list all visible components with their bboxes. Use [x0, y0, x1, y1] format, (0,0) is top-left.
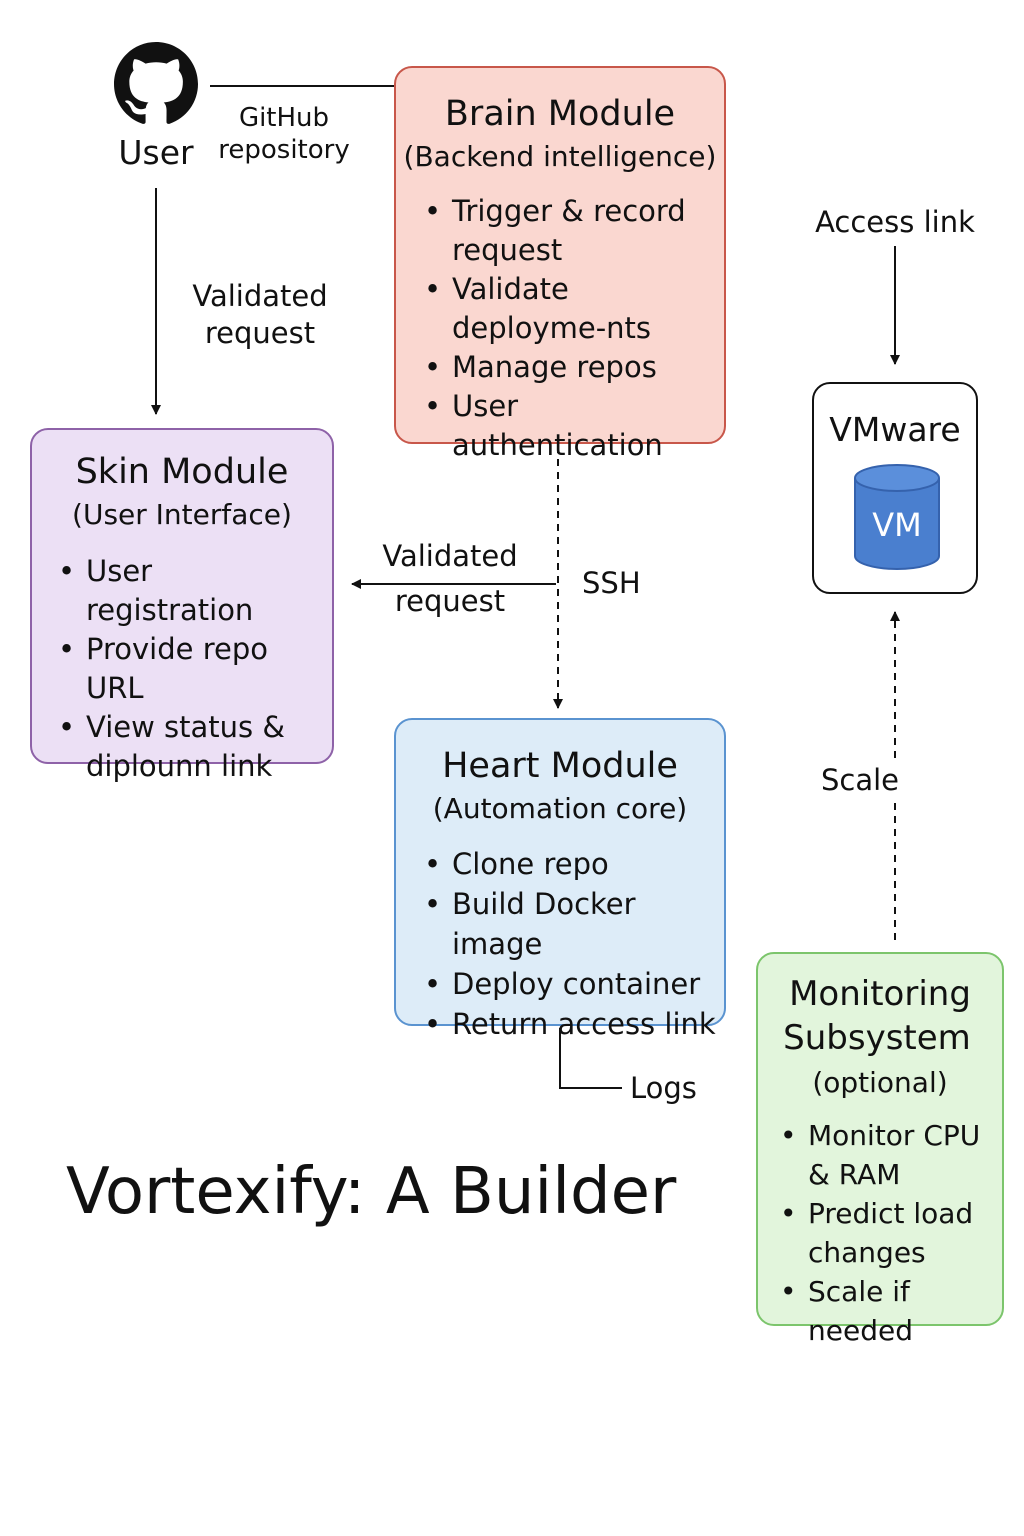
monitoring-subtitle: (optional)	[812, 1066, 948, 1099]
skin-item-view-status: View status & diplounn link	[58, 708, 328, 786]
user-validated-line1: Validated	[192, 279, 328, 313]
validated-request-label: Validated request	[366, 538, 534, 620]
monitoring-list: Monitor CPU & RAM Predict load changes S…	[780, 1116, 1002, 1350]
heart-item-build: Build Docker image	[424, 884, 724, 964]
brain-module-title: Brain Module	[444, 94, 676, 134]
heart-item-deploy: Deploy container	[424, 964, 724, 1004]
user-label: User	[118, 133, 194, 172]
skin-module-subtitle: (User Interface)	[72, 498, 292, 531]
access-link-label: Access link	[815, 205, 975, 239]
user-validated-request-label: Validated request	[180, 278, 340, 352]
diagram-caption: Vortexify: A Builder	[66, 1155, 677, 1229]
monitoring-title-line2: Subsystem	[783, 1018, 971, 1058]
github-repository-line2: repository	[218, 135, 350, 165]
brain-item-auth: User authentication	[424, 387, 724, 465]
brain-module-list: Trigger & record request Validate deploy…	[424, 192, 724, 465]
skin-module-box[interactable]: Skin Module (User Interface) User regist…	[30, 428, 334, 783]
validated-request-line1: Validated	[382, 539, 518, 573]
validated-request-line2: request	[394, 584, 506, 618]
user-validated-line2: request	[204, 316, 316, 350]
github-repository-label: GitHub repository	[214, 102, 354, 166]
brain-item-validate: Validate deployme-nts	[424, 270, 724, 348]
monitoring-item-predict: Predict load changes	[780, 1194, 1002, 1272]
github-repository-line1: GitHub	[238, 103, 330, 133]
skin-module-list: User registration Provide repo URL View …	[58, 552, 328, 786]
heart-item-return: Return access link	[424, 1004, 724, 1044]
brain-module-box[interactable]: Brain Module (Backend intelligence) Trig…	[394, 66, 726, 462]
vmware-box[interactable]: VMware VM	[812, 382, 978, 594]
heart-module-subtitle: (Automation core)	[432, 792, 688, 825]
scale-label: Scale	[812, 762, 908, 799]
monitoring-title-line1: Monitoring	[789, 974, 971, 1014]
skin-item-registration: User registration	[58, 552, 328, 630]
edge-heart-logs	[559, 1028, 622, 1089]
brain-module-subtitle: (Backend intelligence)	[403, 140, 717, 173]
database-icon	[854, 464, 940, 570]
brain-item-repos: Manage repos	[424, 348, 724, 387]
heart-module-box[interactable]: Heart Module (Automation core) Clone rep…	[394, 718, 726, 1044]
brain-item-trigger: Trigger & record request	[424, 192, 724, 270]
heart-module-list: Clone repo Build Docker image Deploy con…	[424, 844, 724, 1044]
github-icon	[114, 42, 198, 126]
monitoring-subsystem-box[interactable]: Monitoring Subsystem (optional) Monitor …	[756, 952, 1004, 1347]
heart-module-title: Heart Module	[442, 746, 678, 786]
logs-label: Logs	[630, 1071, 697, 1105]
skin-item-repo-url: Provide repo URL	[58, 630, 328, 708]
monitoring-item-cpu: Monitor CPU & RAM	[780, 1116, 1002, 1194]
vmware-title: VMware	[829, 410, 961, 449]
vm-label: VM	[872, 506, 922, 544]
monitoring-item-scale: Scale if needed	[780, 1272, 1002, 1350]
skin-module-title: Skin Module	[75, 452, 289, 492]
heart-item-clone: Clone repo	[424, 844, 724, 884]
ssh-label: SSH	[582, 566, 641, 600]
